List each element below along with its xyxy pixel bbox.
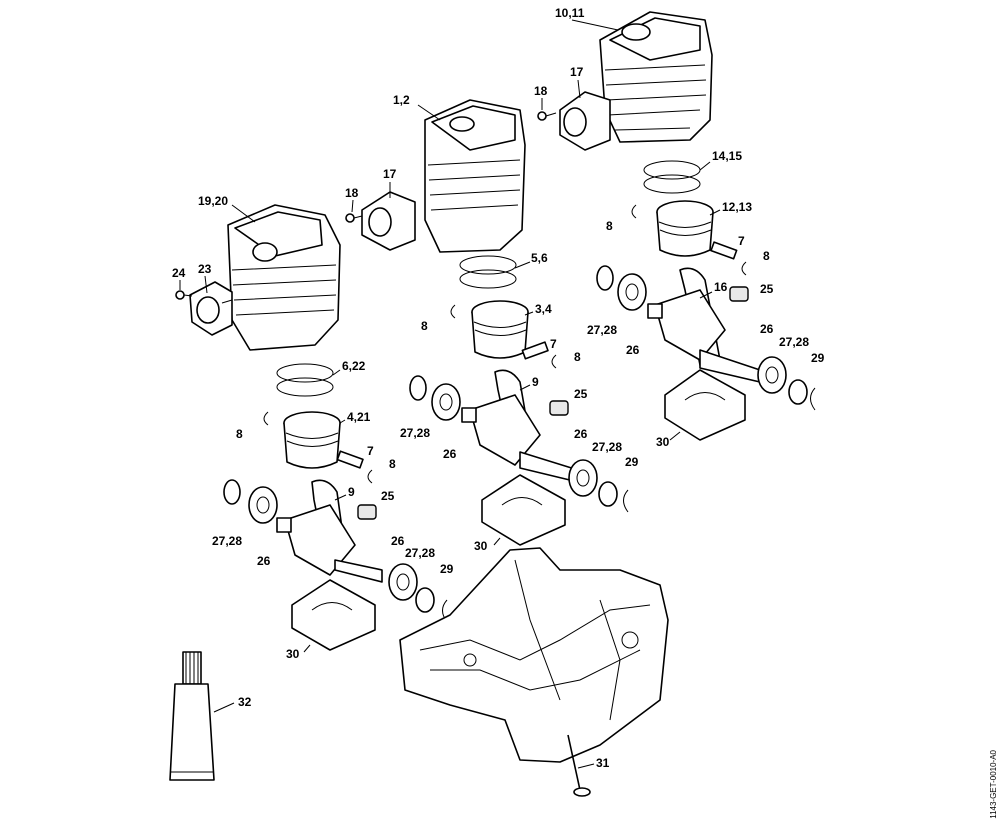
callout-24: 24 bbox=[172, 266, 186, 280]
piston-3-4 bbox=[471, 300, 529, 359]
piston-4-21 bbox=[283, 411, 341, 469]
callout-8-c: 8 bbox=[421, 319, 428, 333]
circlips-8 bbox=[263, 204, 747, 484]
cylinder-19-20 bbox=[227, 204, 341, 351]
callout-8-a: 8 bbox=[606, 219, 613, 233]
needle-bearing-25-top bbox=[729, 286, 749, 302]
callout-29-c: 29 bbox=[440, 562, 454, 576]
callout-25-c: 25 bbox=[381, 489, 395, 503]
bearings-mid bbox=[409, 375, 629, 513]
callout-30-c: 30 bbox=[286, 647, 300, 661]
callout-26-c: 26 bbox=[443, 447, 457, 461]
callout-8-d: 8 bbox=[574, 350, 581, 364]
callout-8-b: 8 bbox=[763, 249, 770, 263]
callout-27-28-b: 27,28 bbox=[779, 335, 809, 349]
callout-12-13: 12,13 bbox=[722, 200, 752, 214]
screw-18-top bbox=[537, 111, 557, 121]
sealant-tube-32 bbox=[169, 651, 215, 781]
crankshaft-16 bbox=[647, 267, 761, 383]
callout-7-a: 7 bbox=[738, 234, 745, 248]
callout-5-6: 5,6 bbox=[531, 251, 548, 265]
callout-18-mid: 18 bbox=[345, 186, 359, 200]
piston-rings-6-22 bbox=[276, 363, 334, 397]
callout-1-2: 1,2 bbox=[393, 93, 410, 107]
callout-27-28-e: 27,28 bbox=[212, 534, 242, 548]
screw-24 bbox=[175, 290, 193, 300]
callout-26-e: 26 bbox=[257, 554, 271, 568]
callout-27-28-c: 27,28 bbox=[400, 426, 430, 440]
crankcase-half-30-mid bbox=[481, 474, 566, 546]
callout-23: 23 bbox=[198, 262, 212, 276]
callout-labels: 10,11 1,2 19,20 17 17 18 18 24 23 14,15 … bbox=[172, 6, 825, 770]
bearings-top bbox=[596, 265, 816, 411]
pin-7-mid bbox=[521, 341, 549, 360]
callout-9-a: 9 bbox=[532, 375, 539, 389]
pin-7-top bbox=[710, 241, 738, 260]
bearings-left bbox=[223, 479, 448, 623]
callout-25-b: 25 bbox=[574, 387, 588, 401]
crankshaft-9-mid bbox=[461, 369, 579, 483]
callout-26-a: 26 bbox=[626, 343, 640, 357]
screw-18-mid bbox=[345, 213, 363, 223]
callout-30-b: 30 bbox=[474, 539, 488, 553]
callout-26-f: 26 bbox=[391, 534, 405, 548]
cylinder-1-2 bbox=[424, 99, 526, 253]
crankcase-half-30-top bbox=[664, 369, 746, 441]
callout-7-b: 7 bbox=[550, 337, 557, 351]
piston-rings-14-15 bbox=[643, 160, 701, 194]
crankcase-half-30-left bbox=[291, 579, 376, 651]
exploded-parts-diagram: 10,11 1,2 19,20 17 17 18 18 24 23 14,15 … bbox=[169, 6, 825, 797]
callout-14-15: 14,15 bbox=[712, 149, 742, 163]
callout-25-a: 25 bbox=[760, 282, 774, 296]
callout-16: 16 bbox=[714, 280, 728, 294]
callout-31: 31 bbox=[596, 756, 610, 770]
callout-3-4: 3,4 bbox=[535, 302, 552, 316]
callout-17-top: 17 bbox=[570, 65, 584, 79]
callout-26-b: 26 bbox=[760, 322, 774, 336]
callout-27-28-a: 27,28 bbox=[587, 323, 617, 337]
callout-19-20: 19,20 bbox=[198, 194, 228, 208]
engine-housing bbox=[399, 547, 669, 763]
callout-27-28-d: 27,28 bbox=[592, 440, 622, 454]
needle-bearing-25-mid bbox=[549, 400, 569, 416]
callout-30-a: 30 bbox=[656, 435, 670, 449]
leader-lines bbox=[179, 19, 721, 769]
intake-manifold-17-mid bbox=[361, 191, 416, 251]
intake-manifold-23 bbox=[189, 281, 233, 336]
callout-29-b: 29 bbox=[625, 455, 639, 469]
cylinder-10-11 bbox=[599, 11, 713, 143]
callout-4-21: 4,21 bbox=[347, 410, 371, 424]
callout-10-11: 10,11 bbox=[555, 6, 585, 20]
callout-8-e: 8 bbox=[236, 427, 243, 441]
intake-manifold-17-top bbox=[559, 91, 611, 151]
callout-27-28-f: 27,28 bbox=[405, 546, 435, 560]
piston-rings-5-6 bbox=[459, 255, 517, 289]
callout-17-mid: 17 bbox=[383, 167, 397, 181]
document-reference: 1143-GET-0010-A0 bbox=[989, 750, 998, 819]
callout-26-d: 26 bbox=[574, 427, 588, 441]
callout-18-top: 18 bbox=[534, 84, 548, 98]
needle-bearing-25-left bbox=[357, 504, 377, 520]
callout-29-a: 29 bbox=[811, 351, 825, 365]
crankshaft-9-left bbox=[276, 479, 383, 583]
callout-7-c: 7 bbox=[367, 444, 374, 458]
callout-6-22: 6,22 bbox=[342, 359, 366, 373]
callout-32: 32 bbox=[238, 695, 252, 709]
pin-7-left bbox=[336, 450, 364, 469]
screw-31 bbox=[567, 734, 591, 797]
callout-9-b: 9 bbox=[348, 485, 355, 499]
piston-12-13 bbox=[656, 200, 714, 257]
callout-8-f: 8 bbox=[389, 457, 396, 471]
